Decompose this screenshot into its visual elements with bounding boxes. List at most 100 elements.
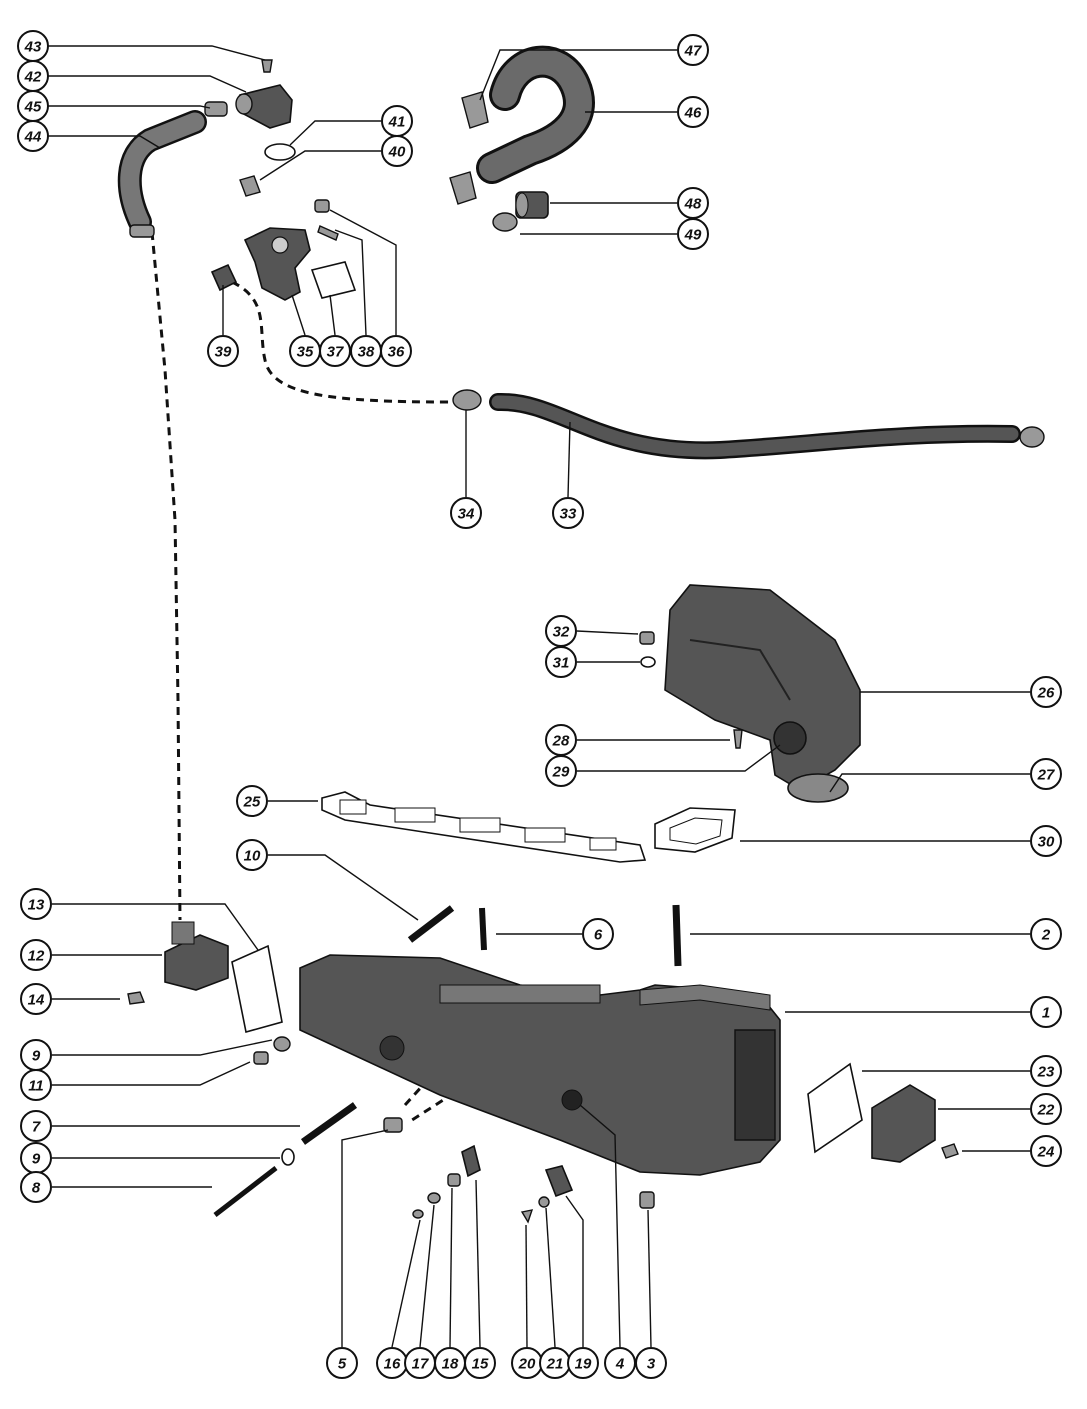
callout-24: 24 [1030,1135,1062,1167]
callout-39: 39 [207,335,239,367]
callout-circle [464,1347,496,1379]
callout-number: 2 [1041,927,1051,944]
hose-clamp-45-bottom [129,224,155,238]
callout-number: 33 [560,506,577,523]
washer-17 [427,1192,441,1204]
callout-circle [545,646,577,678]
callout-number: 22 [1037,1102,1055,1119]
callout-17: 17 [404,1347,436,1379]
hose-clamp-34 [452,389,482,411]
callout-number: 7 [32,1119,41,1136]
callout-circle [635,1347,667,1379]
callout-35: 35 [289,335,321,367]
callout-circle [450,497,482,529]
hose-route-upper [231,280,451,404]
hose-clamp-45 [204,101,228,117]
callout-number: 20 [518,1356,536,1373]
callout-circle [545,755,577,787]
callout-circle [677,96,709,128]
gasket-41 [264,143,296,161]
callout-number: 10 [244,848,261,865]
fitting-19 [544,1165,574,1198]
callout-circle [20,888,52,920]
callout-1: 1 [1030,996,1062,1028]
stud-6 [479,907,487,951]
callout-circle [582,918,614,950]
callout-number: 15 [472,1356,489,1373]
plug-5 [383,1117,403,1133]
callout-number: 13 [28,897,45,914]
callout-9: 9 [20,1142,52,1174]
callout-30: 30 [1030,825,1062,857]
callout-2: 2 [1030,918,1062,950]
hose-clamp-47 [461,91,489,129]
callout-36: 36 [380,335,412,367]
callout-number: 11 [28,1078,44,1095]
housing-35 [243,227,311,301]
callout-number: 35 [297,344,314,361]
callout-circle [1030,1135,1062,1167]
callout-number: 26 [1037,685,1055,702]
callout-23: 23 [1030,1055,1062,1087]
callout-number: 1 [1042,1005,1050,1022]
callout-circle [207,335,239,367]
cover-plate-12 [164,921,229,991]
callout-number: 48 [684,196,702,213]
callout-number: 49 [684,227,702,244]
callout-8: 8 [20,1171,52,1203]
screw-16 [412,1209,424,1219]
callout-37: 37 [319,335,351,367]
callout-42: 42 [17,60,49,92]
callout-43: 43 [17,30,49,62]
callout-12: 12 [20,939,52,971]
gasket-23 [807,1062,863,1154]
screw-43 [261,59,273,73]
callout-number: 41 [388,114,406,131]
callout-circle [236,839,268,871]
nut-32 [639,631,655,645]
washer-21 [538,1196,550,1208]
callout-3: 3 [635,1347,667,1379]
callout-number: 6 [594,927,603,944]
callout-number: 17 [412,1356,429,1373]
callout-number: 36 [388,344,405,361]
callout-number: 23 [1037,1064,1055,1081]
callout-number: 38 [358,344,375,361]
plug-3 [639,1191,655,1209]
callout-5: 5 [326,1347,358,1379]
callout-circle [236,785,268,817]
elbow-gasket-30 [654,807,736,853]
callout-number: 28 [552,733,570,750]
callout-number: 4 [615,1356,625,1373]
fitting-40 [239,175,261,197]
callout-7: 7 [20,1110,52,1142]
callout-26: 26 [1030,676,1062,708]
fitting-15 [461,1144,481,1178]
hose-44 [117,110,207,234]
callout-number: 24 [1037,1144,1055,1161]
hose-clamp-34-right [1019,426,1045,448]
callout-number: 9 [32,1151,41,1168]
fitting-48 [515,191,549,219]
callout-19: 19 [567,1347,599,1379]
callout-number: 37 [327,344,344,361]
cover-plate-22 [871,1084,936,1163]
callout-31: 31 [545,646,577,678]
callout-circle [1030,825,1062,857]
callout-46: 46 [677,96,709,128]
callout-21: 21 [539,1347,571,1379]
callout-number: 40 [388,144,406,161]
callout-number: 42 [24,69,42,86]
washer-9 [273,1036,291,1052]
callout-circle [20,983,52,1015]
callout-29: 29 [545,755,577,787]
callout-28: 28 [545,724,577,756]
callout-circle [381,135,413,167]
callout-48: 48 [677,187,709,219]
screw-14 [127,991,145,1005]
callout-number: 34 [458,506,475,523]
stud-2 [672,904,682,967]
screw-38 [317,225,339,241]
callout-25: 25 [236,785,268,817]
